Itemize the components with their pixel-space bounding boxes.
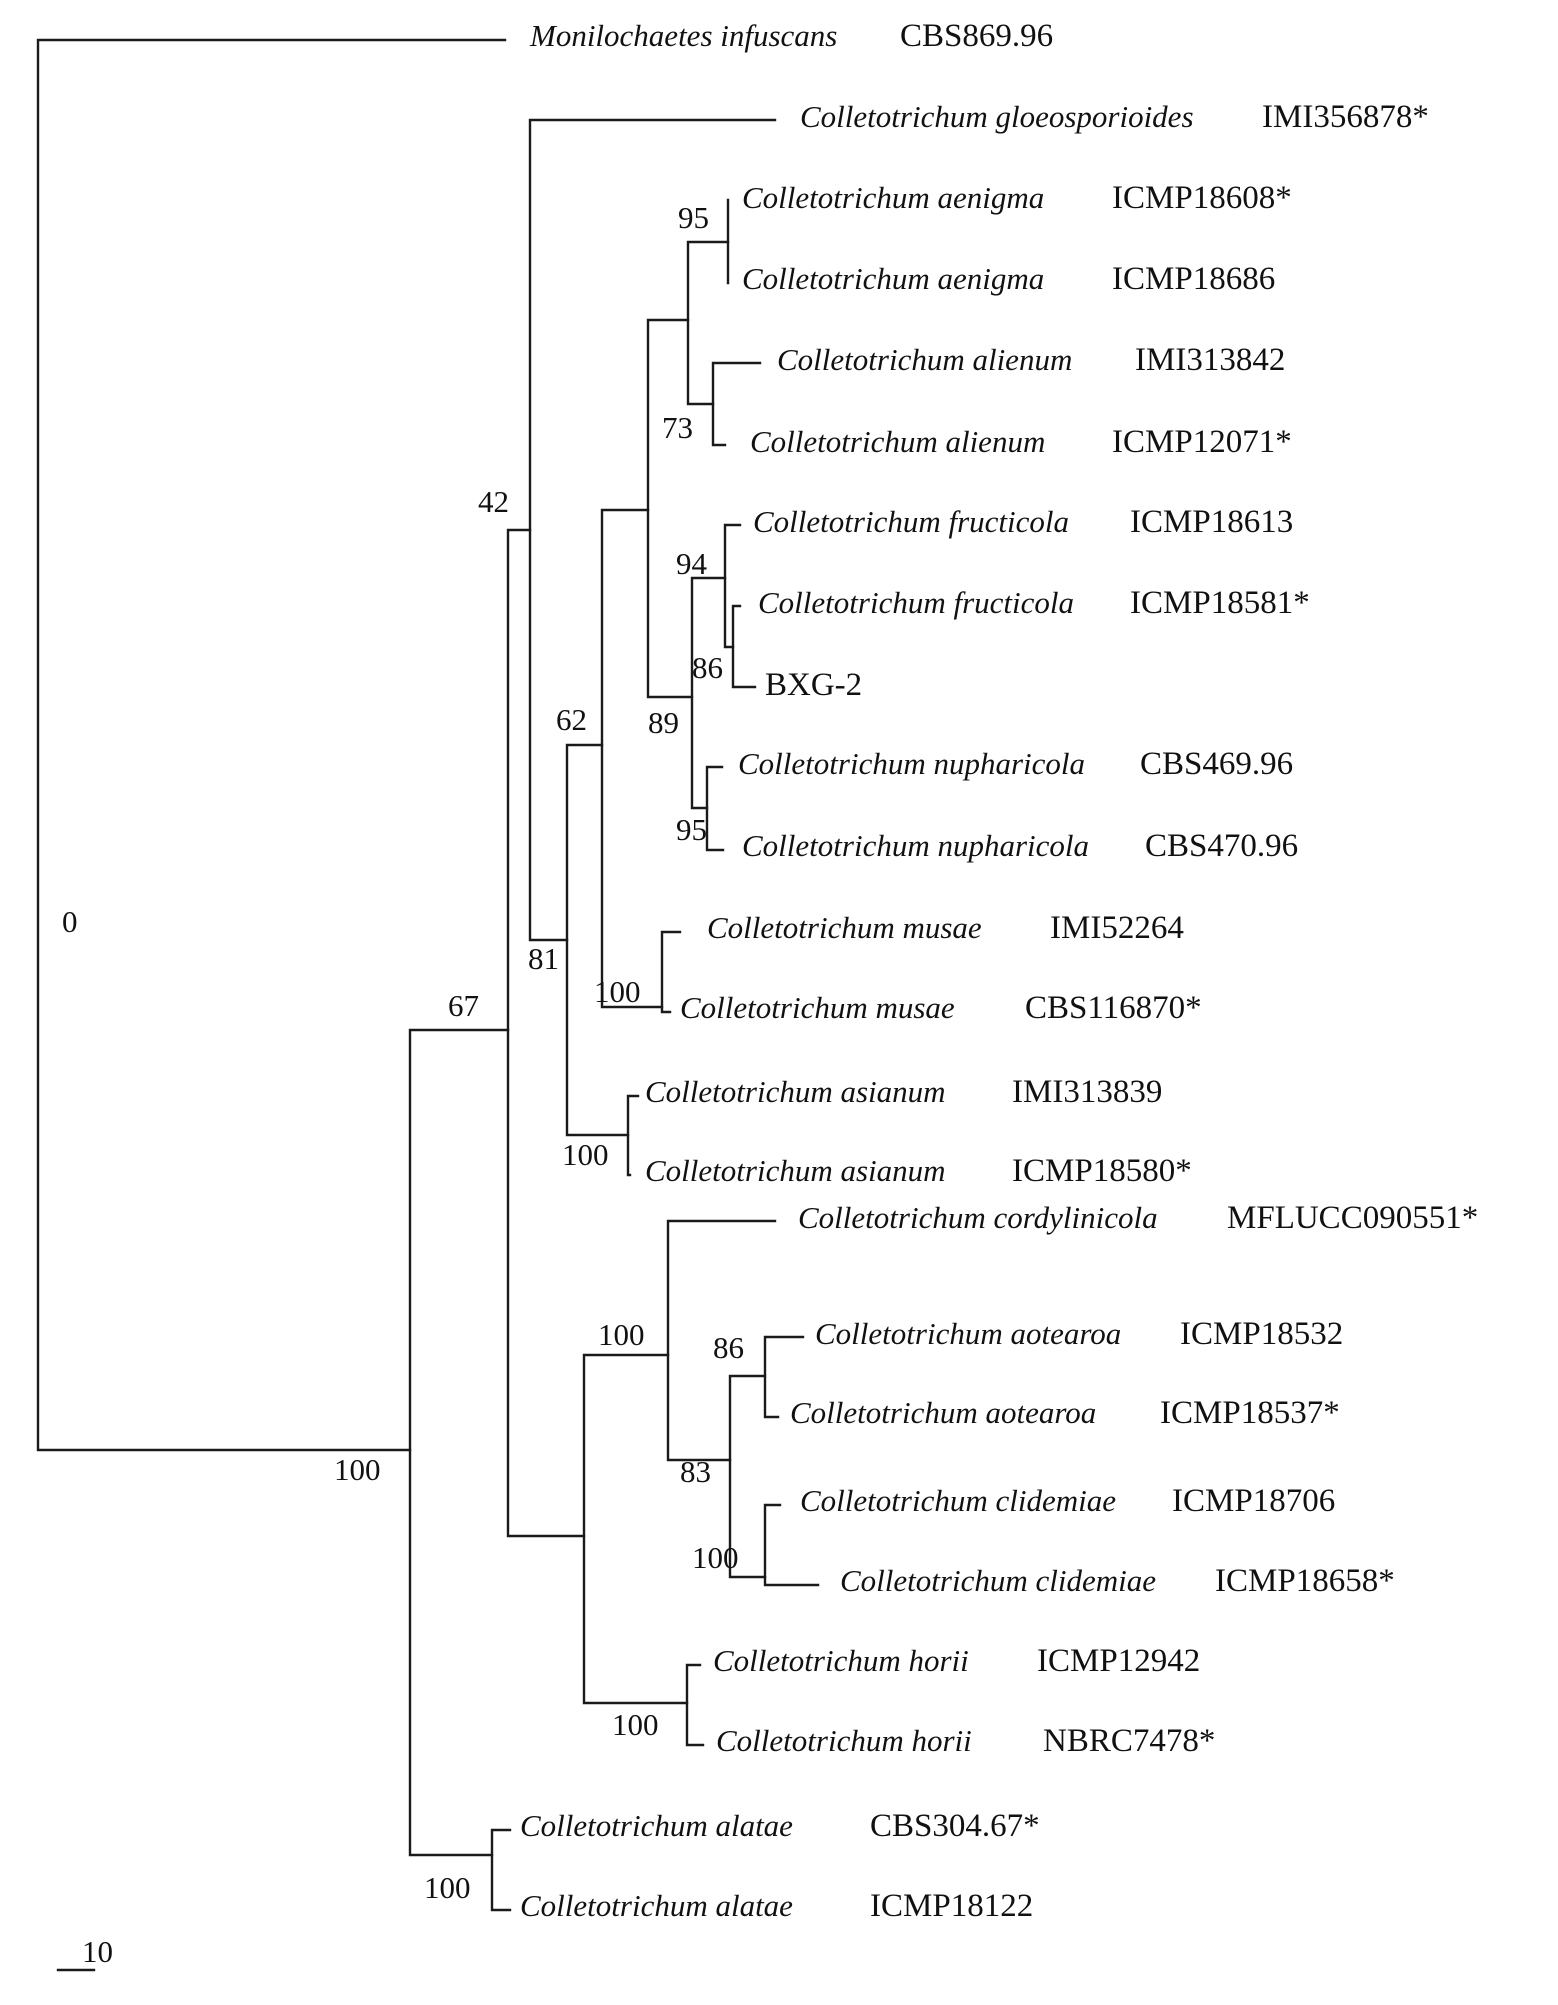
branch-node-100-asianum bbox=[626, 1094, 640, 1177]
bootstrap-value: 95 bbox=[676, 812, 707, 847]
bootstrap-values: 0 42 95 73 94 86 89 95 62 100 81 100 67 … bbox=[62, 200, 744, 1905]
branch-node-94-inner bbox=[723, 523, 742, 649]
branch-node-100-alatae bbox=[490, 1828, 512, 1912]
bootstrap-value: 67 bbox=[448, 988, 479, 1023]
tree-branches bbox=[36, 38, 820, 1912]
bootstrap-value: 100 bbox=[692, 1540, 739, 1575]
bootstrap-value: 94 bbox=[676, 546, 708, 581]
branch-node-73 bbox=[686, 240, 730, 406]
bootstrap-value: 100 bbox=[598, 1317, 645, 1352]
bootstrap-value: 86 bbox=[713, 1330, 744, 1365]
branch-node-100-horii bbox=[685, 1663, 705, 1747]
branch-node-100-main bbox=[408, 1028, 510, 1857]
taxon-label: BXG-2 bbox=[765, 667, 862, 703]
bootstrap-value: 42 bbox=[478, 484, 509, 519]
bootstrap-value: 100 bbox=[562, 1137, 609, 1172]
bootstrap-value: 86 bbox=[692, 650, 723, 685]
branch-node-95-nupharicola bbox=[705, 765, 725, 852]
bootstrap-value: 0 bbox=[62, 904, 78, 939]
branch-node-62 bbox=[600, 508, 664, 1009]
bootstrap-value: 100 bbox=[594, 974, 641, 1009]
branch-node-89 bbox=[646, 318, 694, 699]
branch-node-86-bxg bbox=[731, 604, 757, 689]
branch-node-67 bbox=[506, 528, 586, 1538]
branch-node-83 bbox=[728, 1374, 767, 1579]
branch-node-100-clidemiae bbox=[763, 1503, 820, 1587]
branch-alienum bbox=[711, 361, 762, 447]
bootstrap-value: 100 bbox=[424, 1870, 471, 1905]
bootstrap-value: 62 bbox=[556, 702, 587, 737]
bootstrap-value: 73 bbox=[662, 410, 693, 445]
bootstrap-value: 89 bbox=[648, 705, 679, 740]
scale-bar: 10 bbox=[56, 1934, 113, 1972]
branch-node-86-aotearoa bbox=[763, 1335, 805, 1419]
scale-bar-label: 10 bbox=[82, 1934, 113, 1969]
bootstrap-value: 83 bbox=[680, 1454, 711, 1489]
branch-root-outgroup bbox=[36, 38, 507, 1452]
bootstrap-value: 100 bbox=[612, 1707, 659, 1742]
branch-node-100-lower bbox=[582, 1353, 689, 1705]
branch-node-81 bbox=[565, 743, 630, 1137]
branch-node-94 bbox=[690, 576, 727, 810]
bootstrap-value: 95 bbox=[678, 200, 709, 235]
bootstrap-value: 81 bbox=[528, 941, 559, 976]
branch-node-100-musae bbox=[660, 930, 682, 1014]
bootstrap-value: 100 bbox=[334, 1452, 381, 1487]
branch-node-42 bbox=[528, 118, 777, 942]
branch-node-100-cordy bbox=[666, 1219, 777, 1462]
